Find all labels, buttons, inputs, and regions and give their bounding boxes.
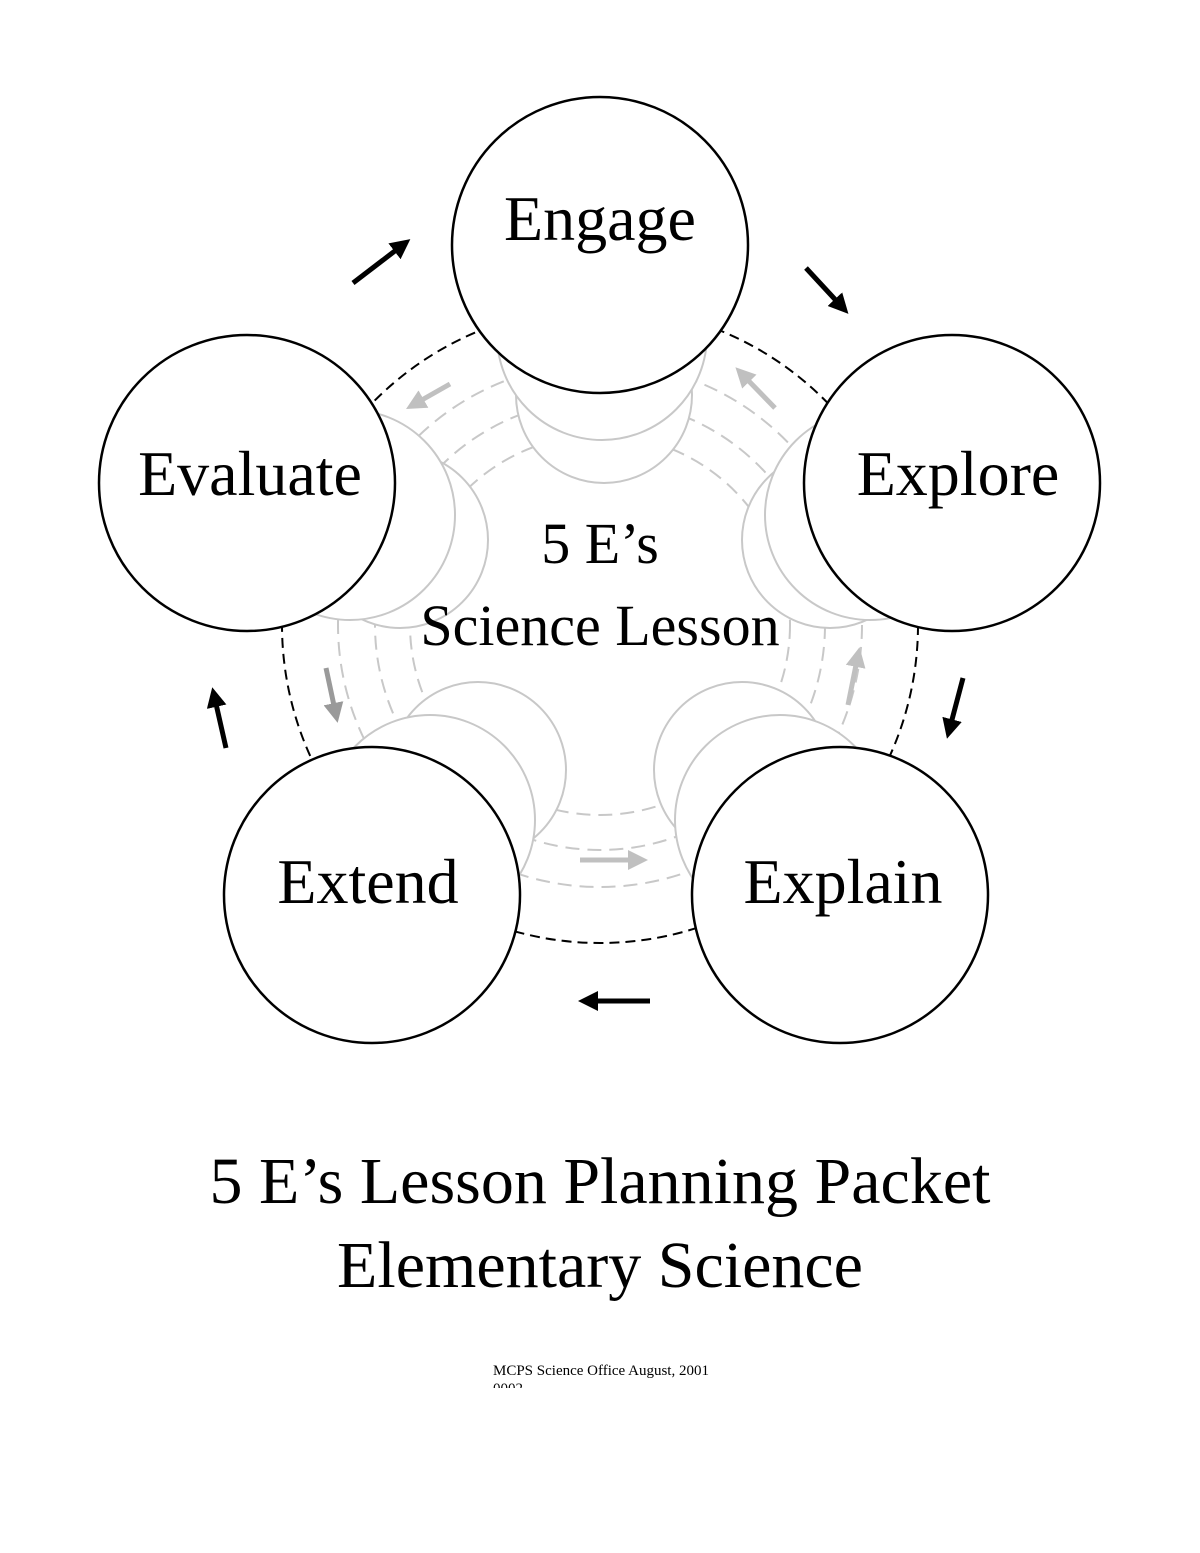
packet-title-line1: 5 E’s Lesson Planning Packet [209,1145,991,1218]
packet-title-line2: Elementary Science [337,1229,863,1302]
inner-arrows [323,367,866,870]
footer-line1: MCPS Science Office August, 2001 [493,1363,709,1379]
stage-circle-extend [222,745,522,1045]
arrow-extend-to-evaluate [206,687,229,749]
packet-title: 5 E’s Lesson Planning Packet Elementary … [0,1140,1200,1308]
stage-circle-engage [450,95,750,395]
arrow-explore-to-explain [942,677,966,739]
center-label-line2: Science Lesson [420,593,779,658]
stage-circles [97,95,1102,1045]
stage-circle-explore [802,333,1102,633]
inner-arrow-engage-to-evaluate [406,381,452,409]
stage-label-extend: Extend [277,846,458,917]
footer-credit: MCPS Science Office August, 2001 0002 [493,1362,793,1388]
arrow-engage-to-explore [804,266,849,314]
stage-circle-evaluate [97,333,397,633]
cycle-arrows [206,239,966,1011]
stage-label-engage: Engage [504,183,696,254]
stage-label-explain: Explain [743,846,942,917]
footer-line2: 0002 [493,1380,793,1388]
stage-label-evaluate: Evaluate [138,438,362,509]
inner-arrow-evaluate-to-extend [323,667,344,723]
inner-arrow-explore-to-engage [735,367,777,410]
stage-label-explore: Explore [857,438,1060,509]
stage-circle-explain [690,745,990,1045]
inner-arrow-explain-to-explore [845,647,866,706]
arrow-evaluate-to-engage [351,239,411,285]
center-label-line1: 5 E’s [541,511,659,576]
